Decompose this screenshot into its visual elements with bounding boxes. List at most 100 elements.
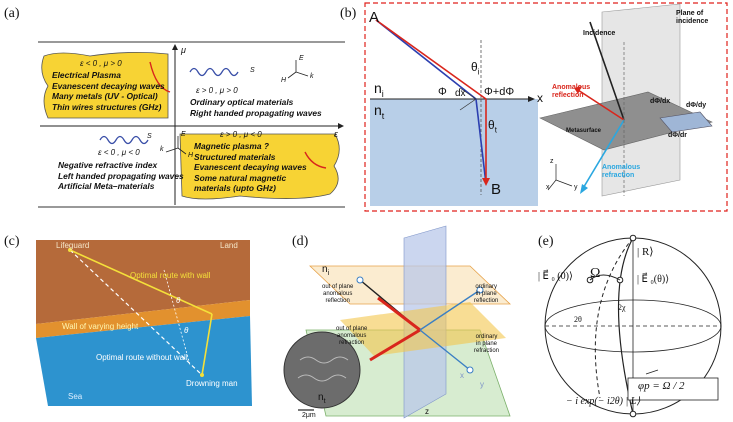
nt-label: nt bbox=[374, 102, 384, 121]
incidence-label: Incidence bbox=[583, 30, 616, 37]
ord-refl-label: ordinary in plane reflection bbox=[474, 284, 498, 305]
d-axis-x: x bbox=[460, 371, 464, 380]
axis-z-b: z bbox=[550, 158, 554, 165]
q4-line-2: Structured materials bbox=[194, 151, 276, 162]
theta-i-symbol: θ bbox=[471, 60, 478, 74]
axis-x-b: x bbox=[546, 184, 550, 191]
oop-refr-1: out of plane bbox=[336, 326, 368, 332]
q2-line-3: Many metals (UV - Optical) bbox=[52, 91, 158, 101]
q3-h: H bbox=[188, 152, 194, 159]
q1-line-2: Right handed propagating waves bbox=[190, 107, 322, 118]
theta-c2: θ bbox=[184, 326, 189, 335]
phi-label: Φ bbox=[438, 86, 447, 98]
q1-e: E bbox=[299, 55, 304, 62]
q3-e: E bbox=[181, 131, 186, 138]
theta-c1: θ bbox=[176, 296, 181, 305]
opt-nowall-label: Optimal route without wall bbox=[96, 353, 188, 362]
dphidy-label: dΦ/dy bbox=[686, 102, 707, 109]
d-nt-n: n bbox=[318, 392, 324, 403]
q1-text: Ordinary optical materials Right handed … bbox=[190, 97, 322, 118]
panel-b-diagram bbox=[364, 2, 728, 212]
axis-y-b: y bbox=[574, 184, 578, 191]
panel-b-label: (b) bbox=[340, 6, 357, 21]
anom-refr-label: Anomalous refraction bbox=[602, 164, 641, 179]
wall-label: Wall of varying height bbox=[62, 322, 139, 331]
q4-line-1: Magnetic plasma ? bbox=[194, 141, 269, 151]
panel-d-label: (d) bbox=[292, 234, 309, 249]
lifeguard-label: Lifeguard bbox=[56, 241, 90, 250]
ord-refl-2: in plane bbox=[475, 291, 497, 297]
two-chi-label: 2χ bbox=[618, 303, 626, 312]
metasurface-label: Metasurface bbox=[566, 128, 602, 134]
q4-condition: ε > 0 , μ < 0 bbox=[220, 130, 262, 139]
oop-refr-label: out of plane anomalous refraction bbox=[336, 326, 367, 347]
oop-refl-label: out of plane anomalous reflection bbox=[322, 284, 353, 305]
ord-refr-1: ordinary bbox=[475, 334, 498, 340]
panel-d-diagram bbox=[283, 225, 512, 419]
sea-label: Sea bbox=[68, 392, 83, 401]
q1-s: S bbox=[250, 67, 255, 74]
d-ni-sub: i bbox=[327, 270, 330, 277]
panel-a-diagram bbox=[38, 41, 345, 208]
ni-sub: i bbox=[381, 88, 384, 99]
panel-c-label: (c) bbox=[4, 234, 20, 249]
q2-line-1: Electrical Plasma bbox=[52, 70, 121, 80]
q3-k: k bbox=[160, 146, 164, 153]
ord-refl-1: ordinary bbox=[475, 284, 498, 290]
q2-text: Electrical Plasma Evanescent decaying wa… bbox=[52, 70, 165, 112]
theta-t-sub: t bbox=[494, 125, 497, 135]
q3-text: Negative refractive index Left handed pr… bbox=[58, 160, 184, 192]
q2-condition: ε < 0 , μ > 0 bbox=[80, 59, 122, 68]
nt-sub: t bbox=[381, 110, 385, 121]
point-b: B bbox=[491, 181, 502, 198]
oop-refr-2: anomalous bbox=[337, 333, 367, 339]
q1-condition: ε > 0 , μ > 0 bbox=[196, 86, 238, 95]
q4-line-5: materials (upto GHz) bbox=[194, 183, 276, 193]
x-label: x bbox=[537, 91, 543, 105]
theta-i-label: θi bbox=[471, 60, 479, 76]
q4-line-3: Evanescent decaying waves bbox=[194, 162, 307, 172]
anom-refl-label: Anomalous reflection bbox=[552, 84, 591, 99]
q3-condition: ε < 0 , μ < 0 bbox=[98, 148, 140, 157]
ord-refl-3: reflection bbox=[474, 298, 499, 304]
theta-t-label: θt bbox=[488, 118, 497, 134]
oop-refr-3: refraction bbox=[339, 340, 365, 346]
ord-refr-label: ordinary in plane refraction bbox=[474, 334, 499, 355]
q4-text: Magnetic plasma ? Structured materials E… bbox=[194, 141, 307, 194]
oop-refl-1: out of plane bbox=[322, 284, 354, 290]
land-label: Land bbox=[220, 241, 238, 250]
theta-i-sub: i bbox=[477, 67, 480, 77]
ord-refr-3: refraction bbox=[474, 348, 500, 354]
q4-line-4: Some natural magnetic bbox=[194, 172, 287, 183]
panel-c-diagram bbox=[36, 240, 252, 406]
axis-mu: μ bbox=[181, 45, 186, 55]
nt-n: n bbox=[374, 102, 382, 118]
d-ni-n: n bbox=[322, 264, 328, 275]
ord-refr-2: in plane bbox=[475, 341, 498, 347]
phidphi-label: Φ+dΦ bbox=[484, 86, 515, 98]
d-axis-z: z bbox=[425, 407, 429, 416]
axis-epsilon: ε bbox=[334, 129, 338, 139]
ket-e0: | E⃗ ₀ (0)⟩ bbox=[538, 271, 573, 282]
plane-label: Plane of incidence bbox=[676, 10, 709, 25]
q1-h: H bbox=[281, 77, 287, 84]
panel-e-sphere bbox=[544, 234, 722, 418]
omega-label: Ω bbox=[590, 266, 601, 281]
q3-s: S bbox=[147, 133, 152, 140]
panel-a-label: (a) bbox=[4, 6, 20, 21]
oop-refl-2: anomalous bbox=[323, 291, 353, 297]
dphidr-label: dΦ/dr bbox=[668, 132, 687, 139]
d-nt: nt bbox=[318, 392, 326, 405]
dphidx-label: dΦ/dx bbox=[650, 98, 671, 105]
q3-line-3: Artificial Meta–materials bbox=[58, 181, 155, 191]
q2-blob bbox=[41, 52, 169, 119]
q2-line-4: Thin wires structures (GHz) bbox=[52, 101, 162, 112]
q3-line-1: Negative refractive index bbox=[58, 160, 158, 170]
ni-label: ni bbox=[374, 80, 384, 99]
d-ni: ni bbox=[322, 264, 329, 277]
q4-blob bbox=[179, 133, 340, 200]
dx-label: dx bbox=[455, 88, 466, 99]
phase-formula: φp = Ω / 2 bbox=[638, 380, 685, 392]
q3-line-2: Left handed propagating waves bbox=[58, 170, 184, 181]
opt-wall-label: Optimal route with wall bbox=[130, 271, 211, 280]
